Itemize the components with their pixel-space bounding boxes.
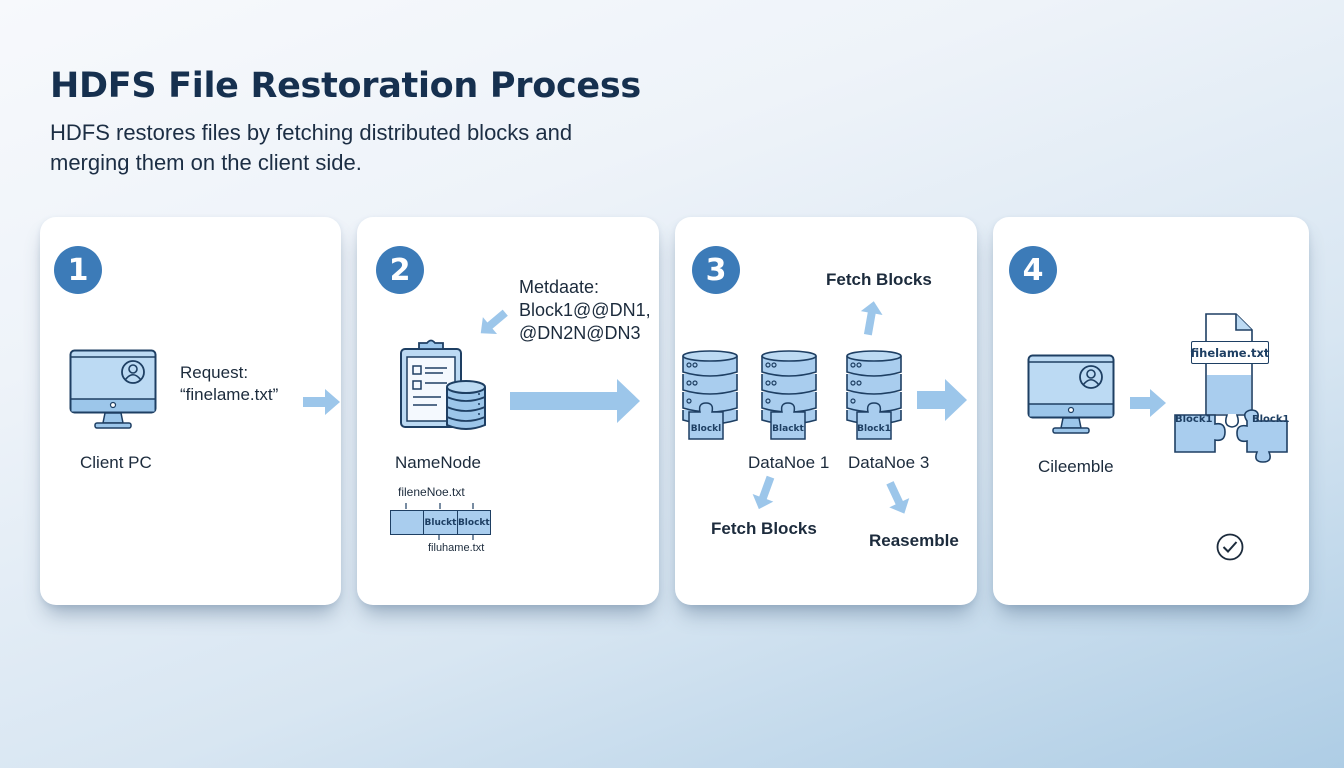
monitor-icon [69,349,157,429]
page-subtitle: HDFS restores files by fetching distribu… [50,120,573,175]
file-block: Blockt [457,517,490,528]
user-icon [1079,365,1103,389]
server-stack-icon [761,350,817,425]
puzzle-piece-icon [1174,409,1288,463]
page-title: HDFS File Restoration Process [50,66,641,106]
step-card-namenode-metadata: 2 Metdaate: Block1@@DN1, @DN2N@DN3 NameN… [357,217,659,605]
check-circle-icon [1216,533,1244,561]
filename-tag: fihelame.txt [1191,341,1269,364]
arrow-right-icon [510,379,640,423]
metadata-line-1: Block1@@DN1, [519,300,651,320]
database-icon [446,380,486,430]
step-card-client-reassemble: 4 Cileemble fihelame.txt Block1 Block1 [993,217,1309,605]
document-icon [1174,313,1288,463]
client-reassemble-label: Cileemble [1038,457,1114,476]
request-label: Request: [180,363,249,382]
file-top-label: fileneNoe.txt [398,485,465,499]
step-number-badge: 1 [54,246,102,294]
arrow-up-icon [860,301,883,336]
file-block [391,511,425,534]
block-tick-marks [405,503,474,540]
arrow-down-left-icon [752,475,775,510]
puzzle-piece-icon: Block1 [856,402,892,440]
datanode-3-label: DataNoe 3 [848,453,930,472]
datanode-1-label: DataNoe 1 [748,453,830,472]
arrow-down-left-icon [480,309,508,334]
datanode-server-2 [759,350,819,446]
puzzle-block-label: Block1 [1175,414,1213,425]
arrow-right-icon [917,379,967,421]
file-block: Bluckt [424,511,458,534]
fetch-blocks-top-label: Fetch Blocks [826,270,932,289]
namenode-label: NameNode [395,453,481,472]
arrow-right-icon [1130,389,1166,417]
step-number-badge: 2 [376,246,424,294]
fetch-blocks-bottom-label: Fetch Blocks [711,519,817,538]
file-block-strip: Bluckt Blockt [390,510,491,535]
request-filename: “finelame.txt” [180,385,279,404]
step-number-badge: 4 [1009,246,1057,294]
metadata-label: Metdaate: [519,277,600,297]
step-card-fetch-blocks: 3 Fetch Blocks [675,217,977,605]
puzzle-block-label: Block1 [1252,414,1290,425]
arrow-right-icon [303,389,340,415]
clipboard-icon [400,339,486,430]
step-number-badge: 3 [692,246,740,294]
puzzle-piece-icon: Blockl [688,402,724,440]
user-icon [121,360,145,384]
client-pc-label: Client PC [80,453,152,472]
reassemble-label: Reasemble [869,531,959,550]
monitor-icon [1027,354,1115,434]
step-card-client-request: 1 Client PC Request: “finelame.txt” [40,217,341,605]
file-bottom-label: filuhame.txt [428,542,485,554]
arrow-down-right-icon [886,481,910,514]
metadata-line-2: @DN2N@DN3 [519,323,641,343]
puzzle-piece-icon: Blackt [770,402,806,440]
